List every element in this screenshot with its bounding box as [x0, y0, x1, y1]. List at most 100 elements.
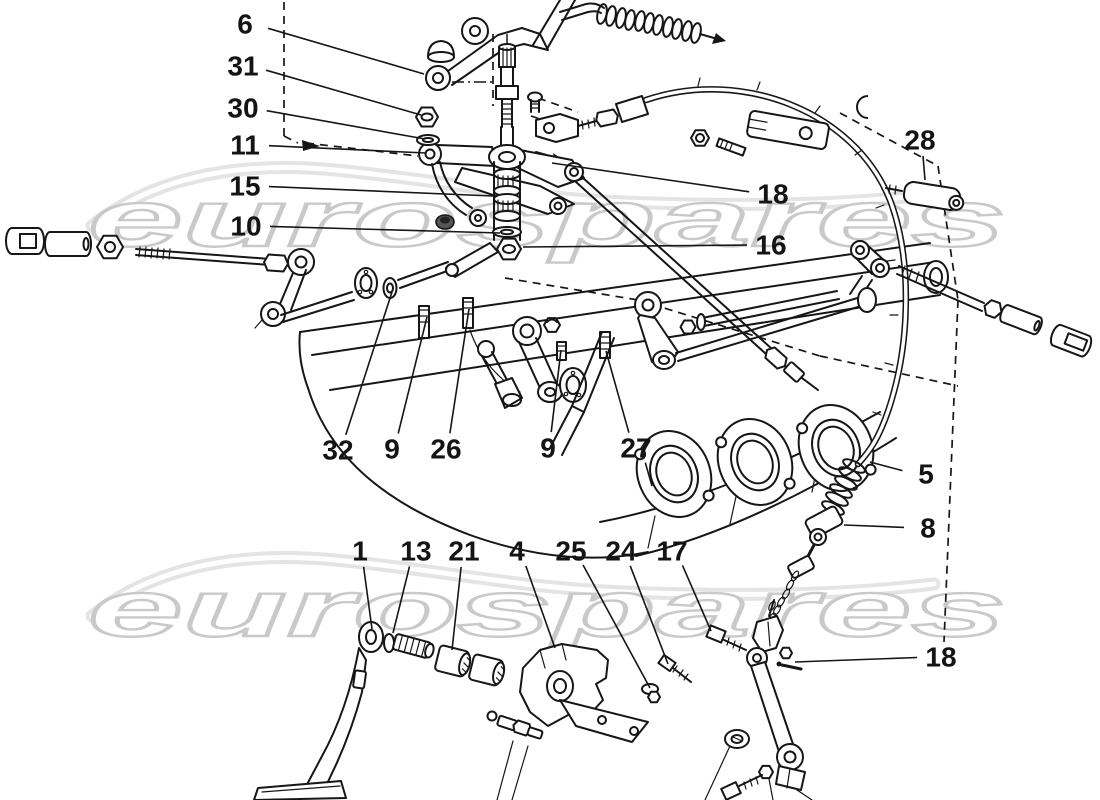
cutoff-leader-stub — [496, 740, 529, 800]
cap-plug — [435, 214, 455, 230]
callout-label-31-1: 31 — [227, 51, 258, 82]
callout-leader-32-9 — [345, 291, 393, 436]
callout-leader-17-22 — [681, 565, 712, 632]
manifold-gasket — [796, 404, 877, 492]
return-spring — [596, 3, 726, 44]
dome-cap-nut — [427, 40, 455, 63]
cutoff-leader-stub — [768, 778, 774, 800]
callout-label-28-6: 28 — [904, 125, 935, 156]
watermark-text: eurospares — [88, 564, 1006, 653]
cotter-pin — [776, 661, 803, 671]
callout-leader-8-15 — [843, 524, 905, 529]
dashed-arrowhead — [302, 140, 320, 151]
callout-leader-24-21 — [629, 565, 669, 665]
throttle-pedal-assembly — [253, 621, 544, 800]
callout-leader-10-5 — [269, 225, 501, 234]
callout-leader-18-23 — [794, 656, 918, 663]
callout-label-1-16: 1 — [352, 536, 368, 567]
callout-leader-28-6 — [922, 155, 926, 181]
callout-label-5-14: 5 — [918, 459, 934, 490]
spring-hook — [712, 33, 726, 44]
callout-leader-11-3 — [268, 144, 427, 154]
manifold-gasket — [634, 430, 715, 518]
cable-bracket — [746, 110, 830, 150]
throttle-lever — [634, 291, 679, 370]
bolt — [720, 774, 763, 800]
callout-leader-5-14 — [869, 461, 903, 472]
secondary-rod — [575, 176, 819, 391]
callout-leader-13-17 — [392, 566, 411, 634]
callout-label-16-8: 16 — [755, 230, 786, 261]
slotted-cap — [1049, 323, 1093, 358]
callout-leader-27-13 — [644, 462, 653, 487]
lever-eye — [425, 65, 451, 91]
bellcrank-assembly — [415, 106, 585, 261]
cable-end-barrel — [885, 181, 965, 211]
nut — [415, 106, 439, 128]
center-links — [477, 316, 615, 456]
bushing-sleeve — [44, 231, 92, 257]
callout-leader-31-1 — [265, 69, 422, 116]
washer — [416, 134, 440, 146]
callout-label-4-19: 4 — [509, 536, 525, 567]
callout-label-30-2: 30 — [227, 93, 258, 124]
splined-shaft — [392, 633, 435, 659]
callout-leader-9-10 — [397, 316, 428, 434]
cable-clevis — [535, 95, 649, 143]
link-clamp — [775, 765, 806, 791]
callout-label-9-12: 9 — [540, 433, 556, 464]
throttle-cable — [535, 77, 965, 624]
cutoff-leader-stub — [704, 745, 731, 800]
callout-label-32-9: 32 — [322, 435, 353, 466]
manifold-gasket — [715, 418, 796, 506]
stud — [418, 305, 430, 339]
callout-label-10-5: 10 — [230, 211, 261, 242]
small-bolt — [527, 91, 543, 113]
callout-leader-21-18 — [451, 566, 462, 651]
throttle-rod — [135, 246, 315, 276]
callout-label-26-11: 26 — [430, 434, 461, 465]
pedal-stop-tab — [352, 669, 367, 690]
watermark-band-bottom: eurospares — [85, 551, 1007, 654]
callout-label-9-10: 9 — [384, 434, 400, 465]
grease-fitting — [486, 710, 544, 800]
lower-link-assembly — [641, 599, 813, 800]
callout-label-11-3: 11 — [230, 130, 260, 161]
dome-nut — [543, 317, 561, 333]
callout-leader-25-20 — [582, 564, 651, 689]
washer — [382, 277, 398, 299]
support-bracket — [519, 643, 649, 743]
callout-leader-30-2 — [266, 109, 426, 140]
washer — [492, 226, 522, 238]
nut — [779, 646, 793, 660]
nut — [96, 234, 124, 260]
callout-label-17-22: 17 — [656, 536, 687, 567]
nut — [758, 764, 774, 800]
slotted-cap — [5, 227, 45, 255]
callout-label-15-4: 15 — [229, 171, 260, 202]
support-strap — [549, 331, 615, 456]
pivot-stud — [495, 43, 519, 146]
right-linkage — [575, 176, 1093, 391]
callout-leader-4-19 — [525, 565, 556, 649]
callout-label-24-21: 24 — [605, 536, 637, 567]
callout-leader-18-7 — [551, 162, 750, 193]
pedal-pad — [253, 780, 347, 800]
callout-leader-16-8 — [522, 244, 748, 248]
shaft-bearing — [354, 267, 378, 299]
needle-roller — [434, 644, 472, 678]
bushing-sleeve — [999, 304, 1043, 336]
callout-label-25-20: 25 — [555, 536, 586, 567]
cable-adjuster-spring — [767, 458, 866, 624]
nut — [679, 319, 697, 335]
lever-eye — [461, 17, 489, 45]
callout-leader-6-0 — [267, 27, 425, 75]
nut — [690, 129, 710, 147]
callout-label-18-23: 18 — [925, 642, 956, 673]
clevis-fork — [752, 599, 784, 653]
rubber-bushing — [493, 193, 521, 222]
nut — [496, 237, 522, 261]
